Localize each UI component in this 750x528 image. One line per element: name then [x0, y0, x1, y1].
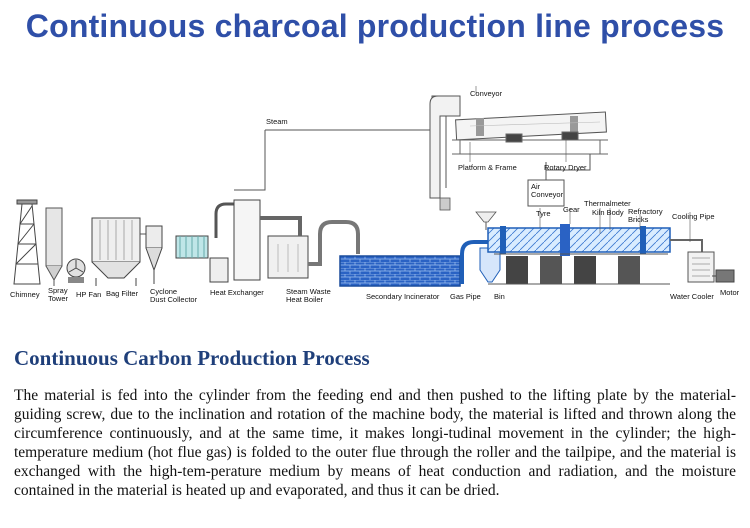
- label-kiln-body: Kiln Body: [592, 208, 624, 217]
- label-bag-filter: Bag Filter: [106, 289, 139, 298]
- boiler-icon: [233, 199, 309, 281]
- label-hp-fan: HP Fan: [76, 290, 101, 299]
- page-title: Continuous charcoal production line proc…: [25, 8, 725, 44]
- gas-pipe-icon: [460, 240, 490, 284]
- flue-pipe: [308, 220, 360, 266]
- label-bin: Bin: [494, 292, 505, 301]
- section-heading: Continuous Carbon Production Process: [14, 346, 370, 370]
- steam-pipe: [234, 95, 447, 191]
- label-motor: Motor: [720, 288, 740, 297]
- label-heat-exchanger: Heat Exchanger: [210, 288, 264, 297]
- water-cooler-icon: [670, 239, 715, 283]
- motor-icon: [712, 269, 735, 283]
- secondary-incinerator-icon: [339, 255, 461, 287]
- label-steam: Steam: [266, 117, 288, 126]
- rotary-kiln-icon: [487, 224, 671, 285]
- label-platform: Platform & Frame: [458, 163, 517, 172]
- label-gas-pipe: Gas Pipe: [450, 292, 481, 301]
- label-rotary-dryer: Rotary Dryer: [544, 163, 587, 172]
- chimney-icon: [13, 199, 41, 285]
- label-secondary-incinerator: Secondary Incinerator: [366, 292, 440, 301]
- bag-filter-icon: [91, 217, 151, 286]
- heat-exchanger-icon: [175, 202, 236, 283]
- label-cooling-pipe: Cooling Pipe: [672, 212, 715, 221]
- process-diagram: Conveyor Steam Platform & Frame Rotary D…: [10, 86, 740, 304]
- platform-frame: [452, 131, 608, 155]
- bin-icon: [479, 247, 501, 283]
- cyclone-icon: [145, 225, 163, 284]
- rotary-dryer: [455, 111, 607, 141]
- label-water-cooler: Water Cooler: [670, 292, 714, 301]
- label-tyre: Tyre: [536, 209, 551, 218]
- fan-icon: [66, 258, 86, 283]
- label-gear: Gear: [563, 205, 580, 214]
- air-conveyor: [475, 154, 591, 230]
- spray-tower-icon: [45, 207, 63, 286]
- conveyor: [429, 95, 461, 211]
- process-description: The material is fed into the cylinder fr…: [14, 387, 736, 499]
- label-thermalmeter: Thermalmeter: [584, 199, 631, 208]
- label-conveyor: Conveyor: [470, 89, 503, 98]
- label-chimney: Chimney: [10, 290, 40, 299]
